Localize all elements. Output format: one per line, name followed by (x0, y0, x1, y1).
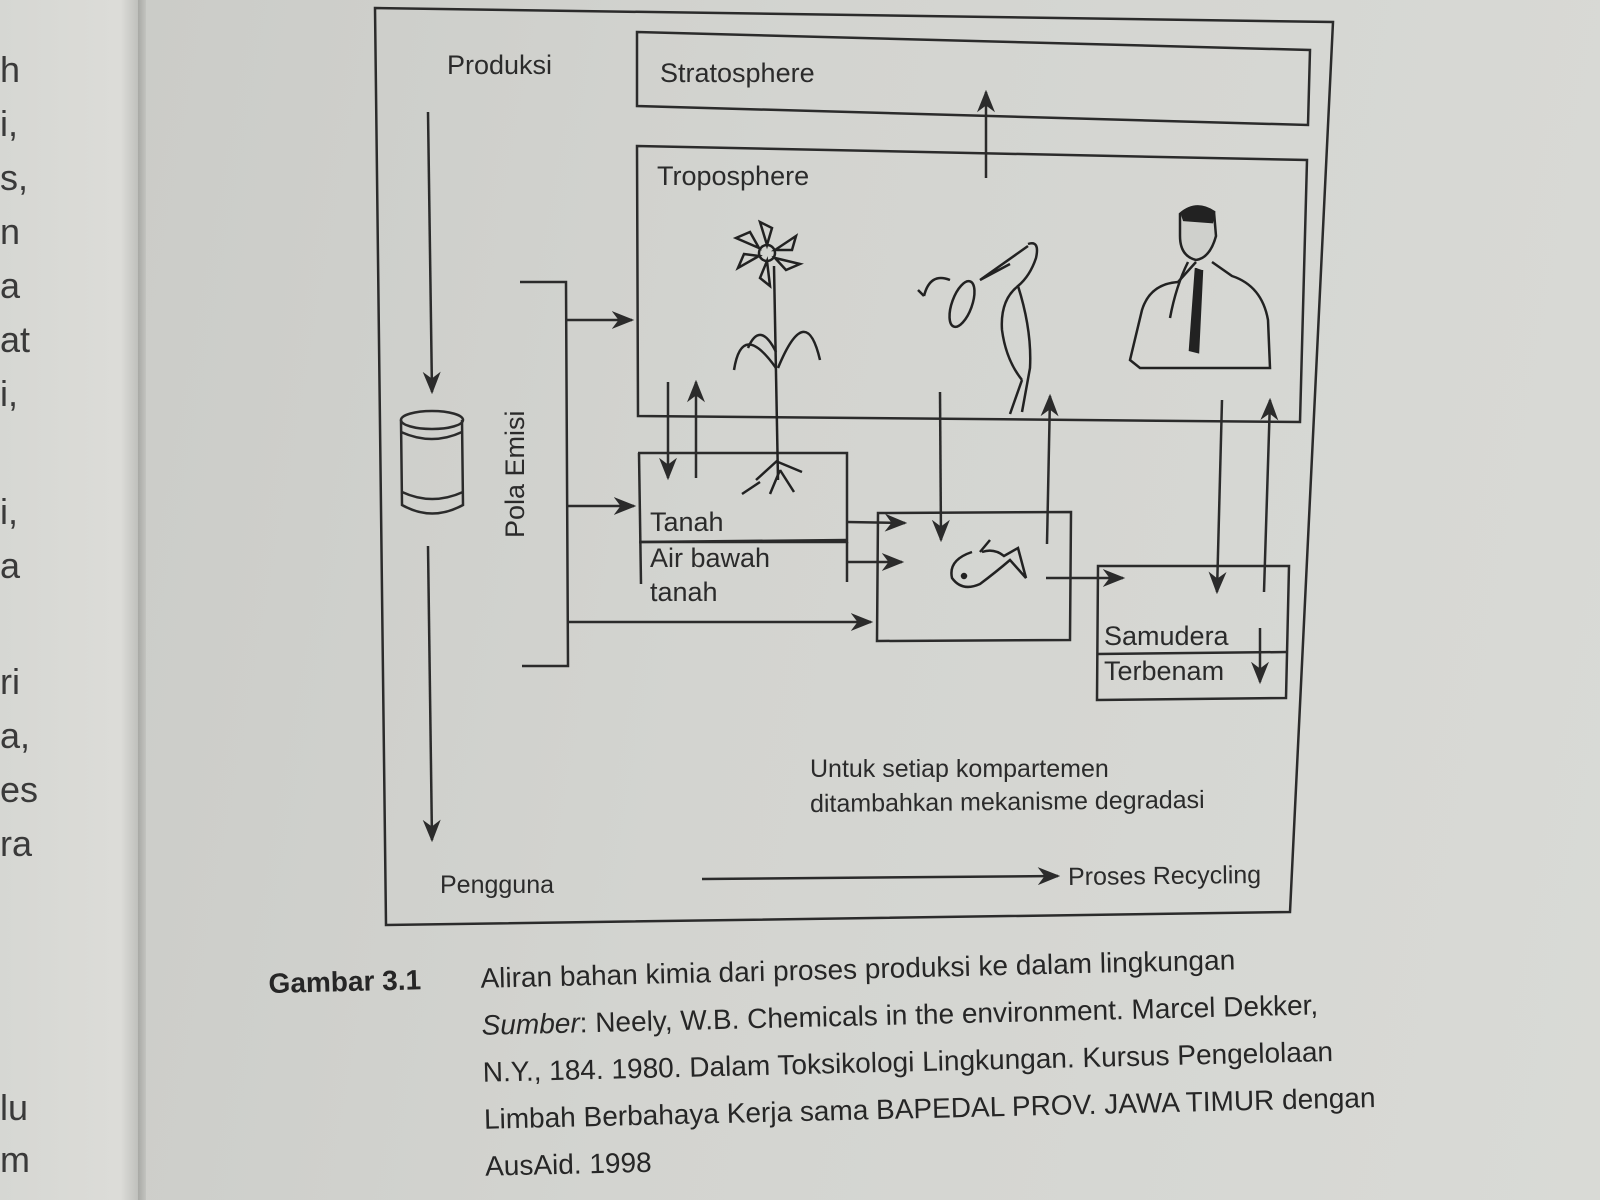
left-facing-page: h i, s, n a at i, i, a ri a, es ra lu m (0, 0, 142, 1200)
text-fragment: s, (0, 157, 29, 198)
user-label: Pengguna (440, 871, 555, 899)
outer-frame (373, 6, 1335, 927)
caption-body: Aliran bahan kimia dari proses produksi … (480, 932, 1423, 1190)
text-fragment: ri (0, 661, 20, 702)
degradation-note-line1: Untuk setiap kompartemen (810, 755, 1109, 783)
production-label: Produksi (447, 50, 553, 80)
heron-eating-fish-icon (917, 242, 1039, 415)
right-page (146, 0, 1600, 1200)
fish-icon (950, 539, 1028, 589)
soil-label: Tanah (650, 507, 724, 537)
ocean-label: Samudera (1104, 621, 1229, 651)
text-fragment: es (0, 769, 39, 810)
ocean-box (1095, 564, 1291, 702)
text-fragment: i, (0, 103, 18, 144)
storage-drum-icon (399, 409, 465, 515)
text-fragment: ra (0, 823, 33, 864)
book-spine-shadow (138, 0, 148, 1200)
water-box (875, 510, 1073, 643)
stratosphere-label: Stratosphere (660, 58, 815, 88)
stratosphere-box (635, 30, 1312, 127)
sediment-label: Terbenam (1104, 656, 1225, 686)
troposphere-label: Troposphere (657, 161, 810, 191)
groundwater-label-line1: Air bawah (650, 543, 771, 573)
text-fragment: m (0, 1139, 30, 1180)
groundwater-label-line2: tanah (650, 577, 718, 607)
figure-number: Gambar 3.1 (268, 964, 422, 999)
figure-caption: Gambar 3.1 Aliran bahan kimia dari prose… (268, 932, 1423, 1195)
text-fragment: i, (0, 491, 18, 532)
text-fragment: lu (0, 1087, 29, 1128)
emission-pattern-label: Pola Emisi (500, 410, 530, 538)
man-eating-icon (1128, 205, 1272, 370)
text-fragment: i, (0, 373, 18, 414)
degradation-note-line2: ditambahkan mekanisme degradasi (809, 785, 1205, 819)
text-fragment: a (0, 545, 21, 586)
source-label: Sumber (481, 1007, 581, 1041)
text-fragment: n (0, 211, 21, 252)
recycling-label: Proses Recycling (1067, 860, 1262, 892)
text-fragment: h (0, 49, 21, 90)
text-fragment: a (0, 265, 21, 306)
flower-plant-icon (732, 219, 822, 496)
text-fragment: a, (0, 715, 31, 756)
troposphere-box (635, 144, 1309, 424)
text-fragment: at (0, 319, 31, 360)
